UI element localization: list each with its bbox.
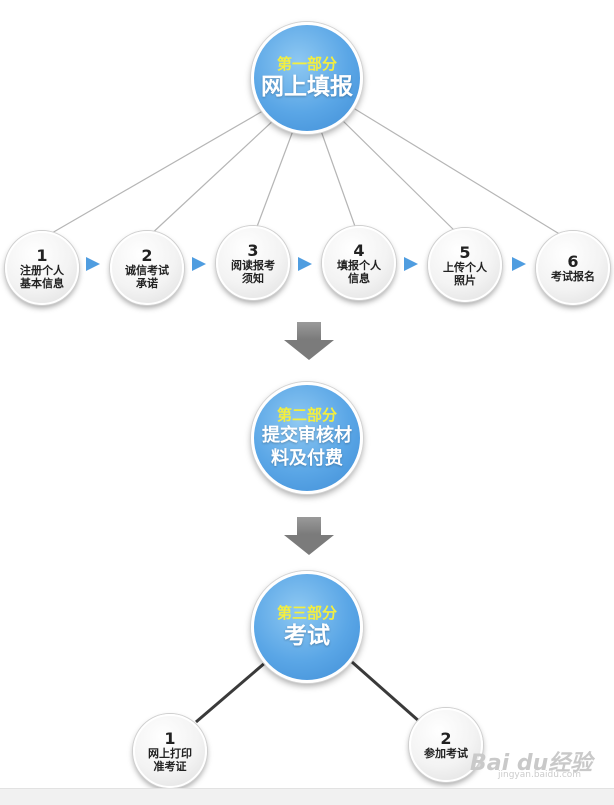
phase-1-title: 网上填报: [261, 73, 353, 100]
phase-3-circle: 第三部分 考试: [251, 571, 363, 683]
phase1-connectors: [44, 105, 567, 239]
phase-2-title-line2: 料及付费: [271, 448, 343, 469]
step-number: 1: [164, 728, 176, 748]
step-arrow-2: [192, 257, 206, 271]
phase1-step-4: 4 填报个人 信息: [322, 226, 396, 300]
step-text-line1: 参加考试: [424, 747, 468, 760]
phase1-step-6: 6 考试报名: [536, 231, 610, 305]
step-text-line1: 填报个人: [337, 258, 381, 272]
step-arrow-5: [512, 257, 526, 271]
bottom-strip: [0, 788, 614, 805]
connector-to-step-2: [147, 117, 277, 238]
connector-to-step-1: [44, 107, 269, 238]
step-number: 6: [567, 252, 579, 271]
connector-to-step-3: [254, 127, 295, 233]
phase1-step-3: 3 阅读报考 须知: [216, 226, 290, 300]
phase3-step-1: 1 网上打印 准考证: [133, 714, 207, 788]
phase1-step-1: 1 注册个人 基本信息: [5, 231, 79, 305]
phase-2-label: 第二部分: [276, 406, 337, 424]
step-text-line2: 须知: [242, 271, 264, 285]
step-text-line1: 网上打印: [148, 746, 192, 760]
step-text-line1: 注册个人: [20, 263, 64, 277]
phase-1-label: 第一部分: [276, 55, 337, 73]
step-arrow-3: [298, 257, 312, 271]
step-number: 4: [353, 240, 365, 260]
phase-2-circle: 第二部分 提交审核材 料及付费: [251, 382, 363, 494]
phase-3-label: 第三部分: [276, 604, 337, 622]
phase-1-circle: 第一部分 网上填报: [251, 22, 363, 134]
down-arrow-icon: [284, 322, 334, 362]
phase-3-title: 考试: [284, 622, 330, 649]
down-arrow-icon: [284, 517, 334, 557]
step-number: 2: [141, 245, 153, 265]
step-text-line2: 准考证: [153, 759, 187, 773]
step-text-line2: 照片: [454, 273, 476, 287]
step-text-line1: 考试报名: [551, 270, 595, 283]
step-arrow-4: [404, 257, 418, 271]
step-text-line2: 信息: [348, 271, 370, 285]
connector-to-step-5: [339, 117, 461, 237]
baidu-watermark-url: jingyan.baidu.com: [498, 770, 582, 780]
phase1-step-2: 2 诚信考试 承诺: [110, 231, 184, 305]
step-number: 1: [36, 245, 48, 265]
step-number: 2: [440, 729, 452, 748]
baidu-watermark: Bai du经验: [470, 751, 593, 776]
phase-2-title-line1: 提交审核材: [262, 425, 352, 446]
connector-to-step-4: [319, 127, 358, 233]
connector-to-step-6: [349, 105, 567, 239]
step-text-line1: 阅读报考: [231, 258, 275, 272]
phase1-step-5: 5 上传个人 照片: [428, 228, 502, 302]
step-text-line2: 基本信息: [20, 276, 64, 290]
phase3-step-2: 2 参加考试: [409, 708, 483, 782]
connector-to-step3-1: [195, 660, 267, 724]
step-number: 5: [459, 242, 471, 262]
step-text-line1: 诚信考试: [125, 263, 169, 277]
connector-to-step3-2: [351, 660, 421, 724]
step-arrow-1: [86, 257, 100, 271]
step-number: 3: [247, 240, 259, 260]
phase3-connectors: [195, 660, 421, 724]
step-text-line2: 承诺: [136, 276, 158, 290]
step-text-line1: 上传个人: [443, 260, 487, 274]
